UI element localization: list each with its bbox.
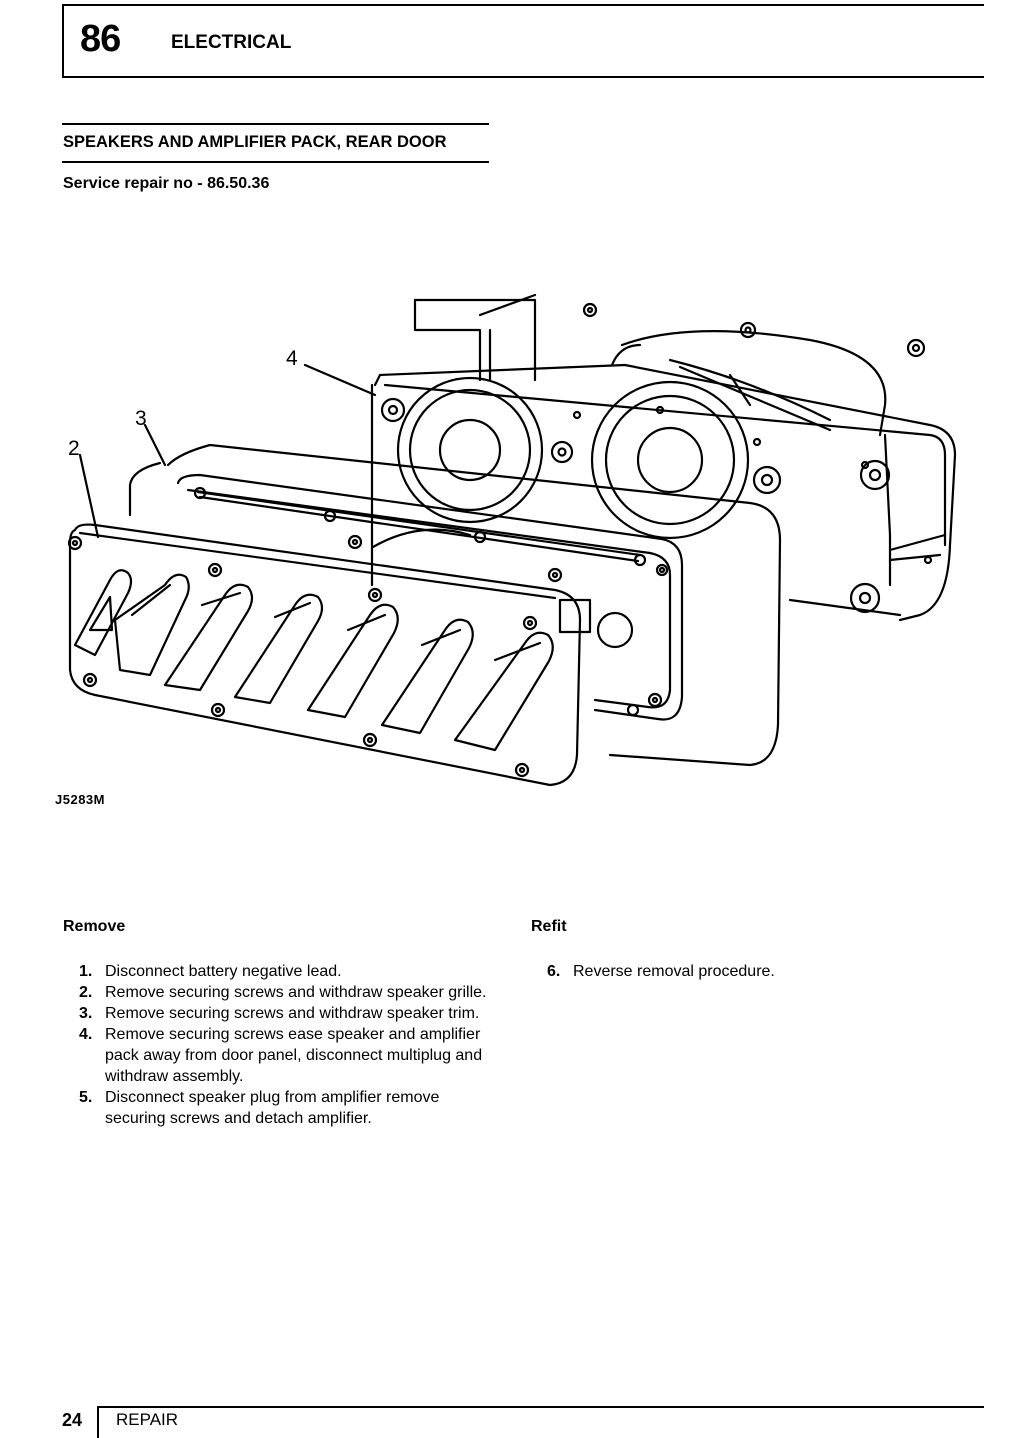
- speaker-grille: [67, 523, 582, 787]
- section-name: ELECTRICAL: [171, 32, 292, 53]
- page-number: 24: [62, 1410, 83, 1430]
- refit-heading: Refit: [531, 918, 567, 935]
- remove-steps-list: 1. Disconnect battery negative lead. 2. Re…: [63, 961, 495, 1129]
- step-number: 2.: [79, 984, 93, 1001]
- step-1: 1. Disconnect battery negative lead.: [63, 961, 495, 982]
- step-text: Remove securing screws and withdraw spea…: [105, 984, 487, 1001]
- step-text: Reverse removal procedure.: [573, 963, 775, 980]
- speaker-trim: [128, 443, 782, 767]
- step-text: Remove securing screws ease speaker and …: [105, 1026, 483, 1085]
- step-6: 6. Reverse removal procedure.: [531, 961, 971, 982]
- callout-2: 2: [68, 437, 80, 460]
- section-number: 86: [80, 18, 121, 60]
- callout-leader-4: [303, 363, 377, 397]
- service-repair-number: Service repair no - 86.50.36: [63, 175, 270, 192]
- step-number: 1.: [79, 963, 93, 980]
- callout-3: 3: [135, 407, 147, 430]
- callout-leader-3: [143, 423, 167, 467]
- exploded-view-illustration: 4 3 2: [67, 293, 957, 787]
- step-5: 5. Disconnect speaker plug from amplifier…: [63, 1087, 495, 1129]
- step-number: 6.: [547, 963, 561, 980]
- step-2: 2. Remove securing screws and withdraw sp…: [63, 982, 495, 1003]
- step-number: 4.: [79, 1026, 93, 1043]
- door-bracket: [413, 293, 537, 382]
- footer-section-label: REPAIR: [116, 1410, 179, 1429]
- remove-heading: Remove: [63, 918, 126, 935]
- step-4: 4. Remove securing screws ease speaker an…: [63, 1024, 495, 1087]
- step-number: 5.: [79, 1089, 93, 1106]
- procedure-title-box: SPEAKERS AND AMPLIFIER PACK, REAR DOOR: [62, 123, 489, 163]
- step-3: 3. Remove securing screws and withdraw sp…: [63, 1003, 495, 1024]
- step-number: 3.: [79, 1005, 93, 1022]
- amplifier-pack: [582, 302, 926, 437]
- footer-box: [97, 1406, 984, 1438]
- callout-4: 4: [286, 347, 298, 370]
- step-text: Disconnect speaker plug from amplifier r…: [105, 1089, 440, 1127]
- callout-leader-2: [78, 453, 100, 539]
- step-text: Remove securing screws and withdraw spea…: [105, 1005, 480, 1022]
- figure-code: J5283M: [55, 792, 105, 807]
- speaker-assembly: [370, 363, 957, 622]
- procedure-title: SPEAKERS AND AMPLIFIER PACK, REAR DOOR: [63, 133, 447, 151]
- step-text: Disconnect battery negative lead.: [105, 963, 342, 980]
- refit-steps-list: 6. Reverse removal procedure.: [531, 961, 971, 982]
- section-header-box: [62, 4, 984, 78]
